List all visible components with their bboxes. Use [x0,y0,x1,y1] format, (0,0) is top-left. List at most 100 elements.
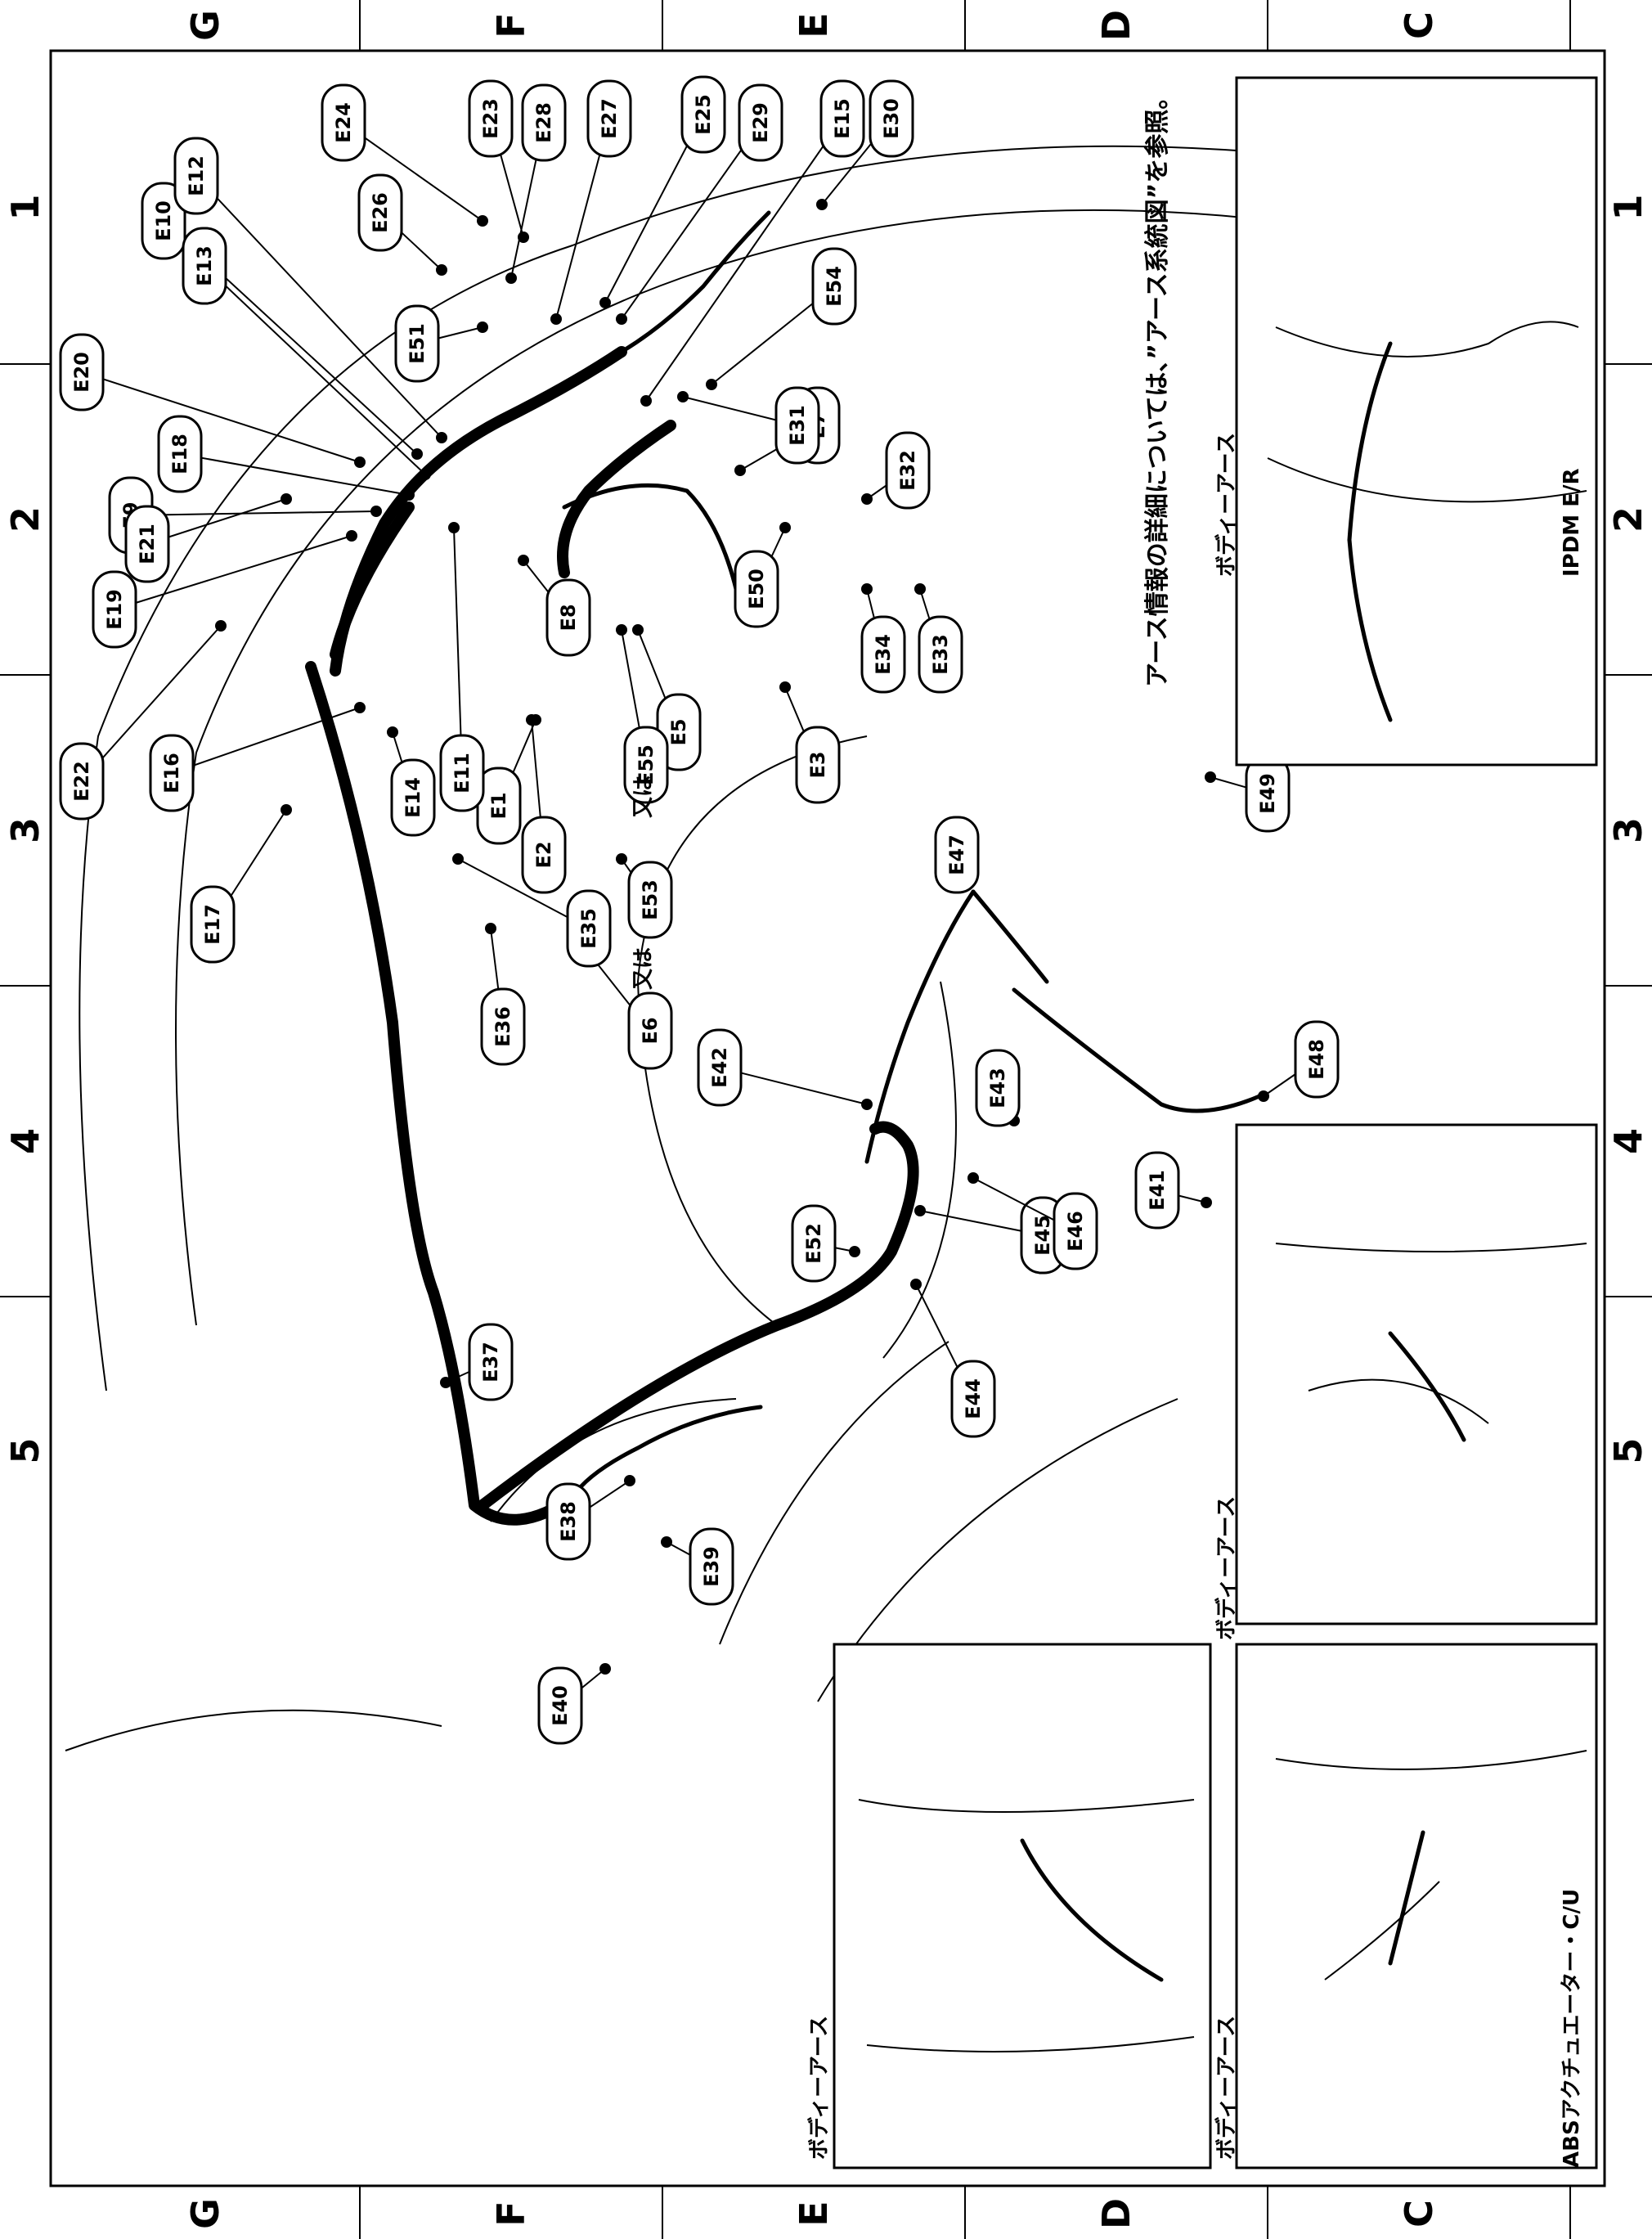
connector-callout-e28: E28 [505,83,567,284]
connector-marker [861,493,873,505]
connector-marker [616,313,627,325]
connector-marker [387,726,398,738]
callout-leader [195,175,442,438]
callout-label: E43 [986,1068,1009,1108]
connector-callout-e45: E45 [914,1196,1066,1275]
connector-marker [452,853,464,865]
connector-callout-e11: E11 [439,522,485,812]
connector-marker [616,624,627,636]
callout-label: E42 [708,1047,731,1088]
callout-badge [885,431,931,510]
connector-marker [477,215,488,227]
callout-badge [149,734,195,812]
callout-label: E37 [479,1342,502,1383]
callout-badge [182,227,227,305]
callout-badge [545,578,591,657]
grid-column-2-left: 2 [3,506,47,533]
connector-callout-e6: E6 [583,947,673,1070]
connector-marker [632,624,644,636]
callout-badge [141,182,186,260]
grid-row-C-bottom: C [1397,2200,1441,2228]
grid-column-2-right: 2 [1606,506,1650,533]
connector-callout-e31: E31 [677,386,820,465]
connector-callout-e8: E8 [518,555,591,657]
connector-callout-e53: E53 [616,853,673,939]
callout-badge [697,1028,743,1107]
callout-badge [545,1482,591,1561]
callout-badge [791,1204,837,1283]
inset-caption-e38-body-ground: ボディーアース [806,2016,832,2160]
callout-badge [124,505,170,583]
connector-marker [624,1475,635,1486]
callout-label: E52 [802,1223,825,1264]
connector-callout-e21: E21 [124,493,292,583]
callout-leader [146,498,287,545]
callout-label: E17 [201,904,224,945]
callout-label: E34 [872,634,895,675]
connector-callout-e54: E54 [706,247,857,390]
connector-callout-e36: E36 [480,923,526,1066]
callout-label: E28 [532,102,555,143]
connector-callout-e20: E20 [59,333,366,468]
connector-callout-e49: E49 [1205,754,1291,833]
connector-callout-e19: E19 [92,530,357,649]
callout-label: E13 [193,245,216,286]
grid-column-3-left: 3 [3,817,47,843]
connector-callout-e14: E14 [387,726,436,837]
callout-label: E47 [945,834,968,875]
callout-badge [357,173,403,252]
connector-callout-e16: E16 [149,702,366,812]
callout-label: E19 [103,589,126,630]
connector-marker [640,395,652,407]
callout-leader [114,535,352,610]
callout-badge [738,83,783,162]
connector-marker [779,522,791,533]
connector-marker [354,702,366,713]
connector-callout-e39: E39 [661,1527,734,1606]
grid-row-F-bottom: F [489,2201,533,2226]
connector-marker [914,583,926,595]
connector-marker [779,681,791,693]
callout-label: E29 [749,102,772,143]
callout-label: E1 [487,792,510,819]
grid-row-E-bottom: E [792,2201,836,2226]
connector-callout-e46: E46 [967,1172,1098,1270]
callout-leader [719,1067,868,1105]
connector-marker [215,620,227,632]
callout-badge [394,304,440,383]
callout-leader [81,625,222,782]
callout-label: E14 [402,777,424,818]
callout-badge [157,415,203,493]
callout-badge [819,79,865,158]
connector-callout-e29: E29 [616,83,783,325]
connector-marker [436,432,447,443]
diagram-frame [49,49,1606,2187]
callout-label: E24 [332,102,355,143]
connector-callout-e25: E25 [599,75,726,308]
callout-label: E22 [70,761,93,802]
connector-callout-e24: E24 [321,83,488,227]
grid-row-G-bottom: G [183,2198,227,2229]
connector-callout-e52: E52 [791,1204,860,1283]
connector-marker [448,522,460,533]
grid-row-D-top: D [1094,10,1138,41]
callout-badge [59,333,105,411]
callout-label: E18 [168,434,191,474]
connector-callout-e26: E26 [357,173,447,276]
callout-label: E5 [667,718,690,745]
connector-marker [346,530,357,542]
callout-badge [811,247,857,326]
connector-callout-e13: E13 [182,227,431,480]
connector-callout-e55: E55 [616,624,669,804]
callout-leader [343,122,483,222]
connector-callout-e32: E32 [861,431,931,510]
connector-callout-e42: E42 [697,1028,873,1110]
callout-badge [1053,1192,1098,1270]
callout-badge [521,83,567,162]
connector-marker [281,804,292,816]
callout-label: E23 [479,98,502,139]
callout-label: E40 [549,1685,572,1726]
grid-column-1-left: 1 [3,194,47,220]
inset-caption-e36-body-ground: ボディーアース [1214,2016,1239,2160]
callout-label: E30 [880,98,903,139]
